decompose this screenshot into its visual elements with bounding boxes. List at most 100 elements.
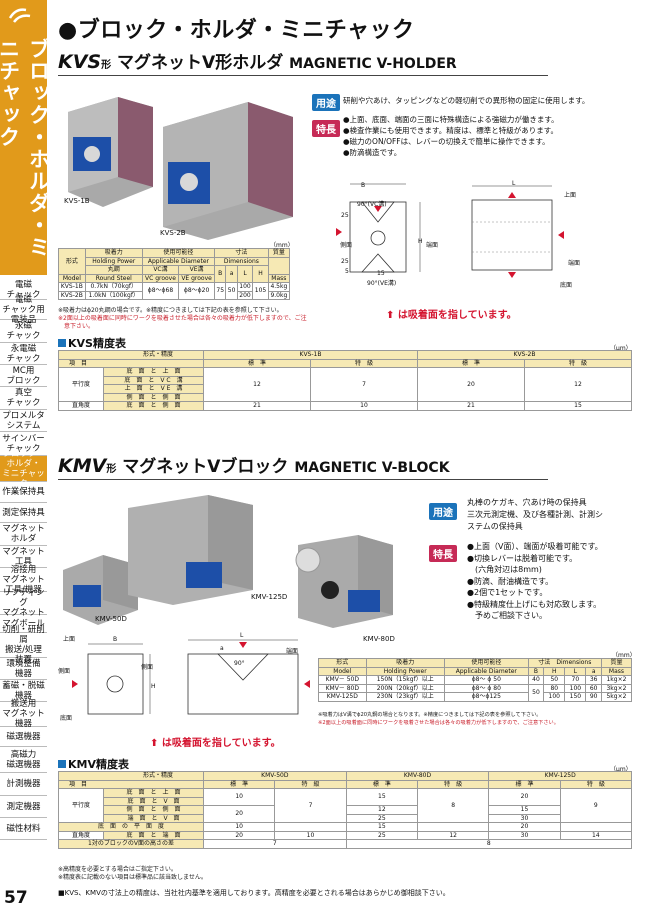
sidebar-item[interactable]: サインバー チャック [0,432,47,456]
sidebar-item[interactable]: マグネット 工具 [0,546,47,568]
sidebar-item[interactable]: 切削・研削屑 搬送/処理 装置 [0,625,47,665]
kvs-arrow-note: ⬆ は吸着面を指しています。 [386,306,517,321]
kmv-acc-item: 1対のブロックのV面の高さの差 [58,839,204,849]
kvs-spec-ve: ϕ8～ϕ20 [178,282,216,300]
kmv-acc-val: 7 [274,788,347,823]
kmv-acc-h-form: 形式・精度 [58,771,204,781]
sidebar-item[interactable]: 蓄磁・脱磁 機器 [0,680,47,702]
kvs-dim-25: 25 [341,212,349,219]
kmv-feature-item: ●上面（V面）、端面が吸着可能です。 [467,542,603,551]
kvs-acc-val: 7 [310,367,418,402]
kmv-acc-item: 端 面 と V 面 [103,813,204,823]
kvs-spec-mass: 9.0kg [267,290,291,300]
kmv-feature-item: 予めご相談下さい。 [467,611,547,620]
kmv-acc-val: 20 [202,830,276,840]
sidebar-item[interactable]: プロメルタ システム [0,410,47,432]
kmv-acc-val: 20 [202,805,276,823]
kmv-spec-H: 100 [543,692,566,702]
sidebar-item[interactable]: リフティング マグネット [0,588,47,618]
sidebar-item[interactable]: 電磁 チャック用 電装品 [0,295,47,325]
kmv-acc-notes: ※高精度を必要とする場合はご指定下さい。 ※精度表に記載のない項目は標準品に該当… [58,866,207,882]
kvs-spec-h-ve-en: VE groove [178,273,216,283]
kvs-spec-h-B: B [214,265,227,283]
kvs-label-front: 上面 [564,192,577,199]
sidebar-item[interactable]: 計測機器 [0,773,47,796]
kvs-use-tag: 用途 [312,94,340,111]
kvs-spec-note: ※吸着力はϕ20丸鋼の場合です。※精度につきましては下記の表を参照して下さい。 [58,307,283,314]
kmv-acc-val [559,822,633,832]
kmv-spec-H: 50 [543,675,566,685]
kvs-acc-item: 上 面 と V E 溝 [103,384,204,394]
sidebar-item[interactable]: 搬送用 マグネット 機器 [0,699,47,729]
kmv-acc-val: 12 [345,805,418,815]
kmv-name-en: MAGNETIC V-BLOCK [294,460,450,476]
kvs-dim-B: B [361,182,366,189]
sidebar-item[interactable]: 測定機器 [0,796,47,818]
sidebar-item[interactable]: ブロック・ ホルダ・ ミニチャック [0,449,47,489]
sidebar-category-title: ブロック・ホルダ・ミニチャック [0,30,51,275]
sidebar-item[interactable]: 高磁力 磁選機器 [0,747,47,773]
kvs-spec-h-mass-en: Mass [267,273,291,283]
sidebar-item[interactable]: 作業保持具 [0,482,47,503]
kvs-feature-tag: 特長 [312,120,340,137]
kmv-spec-h-dia-en: Applicable Diameter [443,666,529,676]
kmv-acc-h-sp: 特 級 [274,779,347,789]
kmv-dim-H: H [151,683,156,690]
kvs-spec-h-vc-en: VC groove [141,273,180,283]
sidebar-item[interactable]: 永磁 チャック [0,320,47,343]
kmv-acc-item: 底 面 と V 面 [103,796,204,806]
kmv-spec-note: ※吸着力はV溝でϕ20丸鋼の場合となります。※精度につきましては下記の表を参照し… [318,712,542,718]
sidebar-item[interactable]: 磁性材料 [0,818,47,840]
kmv-section-heading: KMV形 マグネットVブロック MAGNETIC V-BLOCK [58,452,548,480]
kvs-dim-H: H [418,238,423,245]
kvs-spec-h-mass: 質量 [267,248,291,258]
kmv-acc-h-std: 標 準 [345,779,418,789]
kmv-acc-val: 20 [488,788,561,806]
sidebar-item[interactable]: 電磁 チャック [0,280,47,300]
kvs-acc-item: 底 面 と 側 面 [103,401,204,411]
sidebar-item[interactable]: マグボール [0,615,47,633]
sidebar-item[interactable]: 真空 チャック [0,387,47,410]
kmv-spec-power: 230N（23kgf）以上 [365,692,445,702]
kvs-label-bottom: 底面 [560,282,573,289]
sidebar-item[interactable]: 溶接用 マグネット 工具/機器 [0,565,47,595]
table-row: 平行度 底 面 と 上 面 10 7 15 8 20 9 [58,788,633,823]
kmv-spec-h-dia: 使用可能径 [443,658,529,668]
kmv-spec-L: 150 [564,692,587,702]
kmv-acc-val: 10 [202,822,276,832]
sidebar-item[interactable]: 磁選機器 [0,727,47,747]
kmv-spec-h-mass: 質量 [600,658,633,668]
kvs-spec-h-mass-en-cell [267,256,291,275]
kmv-spec-h-power-en: Holding Power [365,666,445,676]
kvs-label-endface: 端面 [568,260,581,267]
kmv-acc-val: 30 [488,830,561,840]
kmv-dim-B: B [113,636,118,643]
table-row: 直角度 底 面 と 端 面 20 10 25 12 30 14 [58,830,633,840]
kmv-acc-val: 8 [416,788,490,823]
kvs-acc-h-sp: 特 級 [524,358,632,368]
kvs-acc-h-std: 標 準 [417,358,525,368]
kvs-spec-L: 100 [236,282,254,292]
kmv-acc-val [274,822,347,832]
kvs-spec-h-power-en: Holding Power [84,256,143,266]
kvs-spec-L: 200 [236,290,254,300]
square-bullet-icon [58,339,66,347]
kmv-spec-h-a: a [585,666,602,676]
sidebar-item[interactable]: 環境整備 機器 [0,658,47,680]
sidebar-item[interactable]: 永電磁 チャック [0,343,47,365]
kvs-dim-L: L [512,180,516,187]
kmv-label-bottom: 底面 [60,715,73,722]
logo-icon [8,8,31,23]
sidebar-item[interactable]: マグネット ホルダ [0,523,47,546]
kmv-spec-model: KMV－ 50D [318,675,367,685]
sidebar-item[interactable]: 測定保持具 [0,503,47,523]
kmv-acc-val: 12 [416,830,490,840]
sidebar-item[interactable]: MC用 ブロック [0,365,47,387]
kvs-spec-a: 50 [225,282,238,300]
kvs-spec-h-model: 形式 [58,248,86,275]
kmv-use-line: 三次元測定機、及び各種計測、計測シ [467,510,603,519]
kmv-label-side2: 側面 [141,664,154,671]
kmv-acc-val: 10 [202,788,276,806]
kvs-accuracy-title: KVS精度表 [58,335,126,351]
kvs-spec-table: 形式 吸着力 使用可能径 寸法 質量 Holding Power Applica… [58,248,291,300]
